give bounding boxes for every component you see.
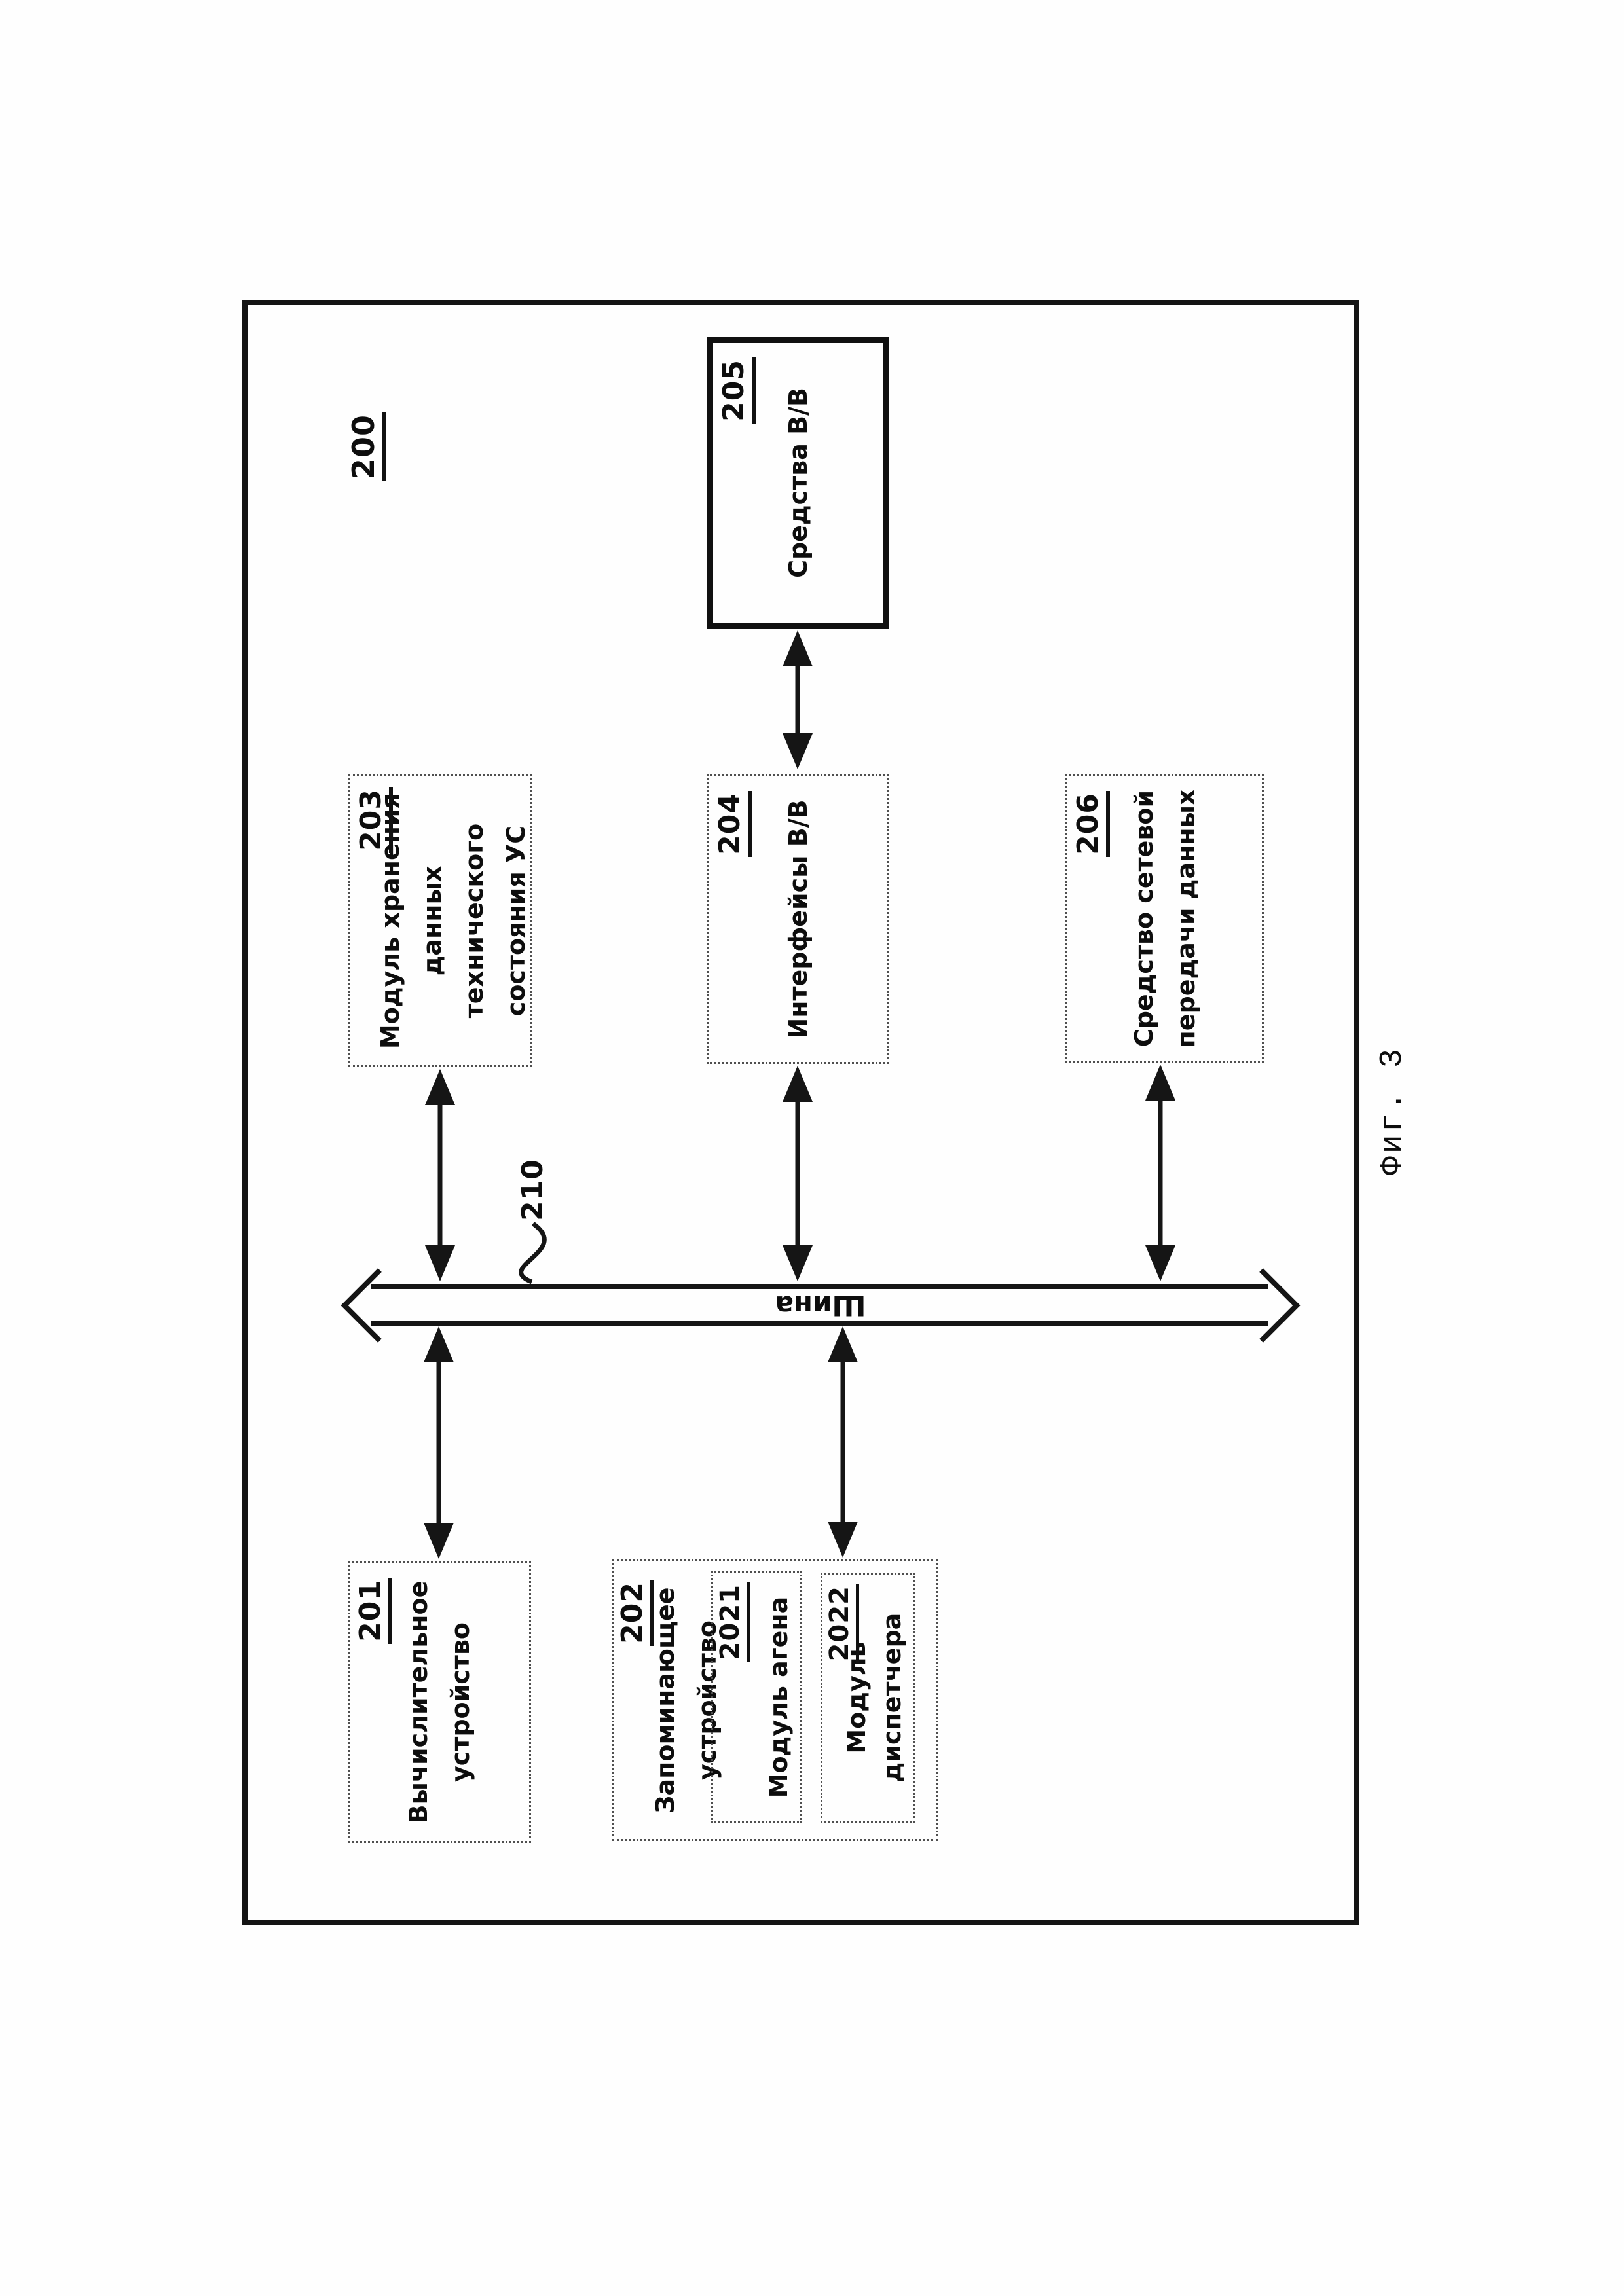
arrow-bus-201 [424,1326,454,1559]
box-io-interfaces: 204 Интерфейсы В/В [707,774,889,1064]
box-201-line: Вычислительное [404,1580,433,1824]
ref-206: 206 [1071,791,1110,857]
ref-204: 204 [713,791,752,857]
ref-203: 203 [354,787,393,853]
arrow-bus-203 [425,1069,455,1281]
bus-arrows [424,630,1175,1559]
arrow-bus-204 [783,1066,813,1281]
arrow-bus-206 [1145,1065,1175,1281]
bus-ref-210: 210 [516,1159,549,1221]
box-memory-device: 202 Запоминающее устройство 2021 Модуль … [612,1559,938,1841]
bus-arrowhead-top [341,1268,382,1343]
bus-body [341,1268,1301,1343]
box-network-module: 206 Средство сетевой передачи данных [1065,774,1264,1063]
arrow-204-205 [783,630,813,769]
figure-caption: Фиг. 3 [1375,1046,1411,1175]
ref-201: 201 [354,1578,392,1644]
box-206-line: передачи данных [1171,789,1200,1048]
box-io-devices: 205 Средства В/В [707,337,889,629]
box-201-line: устройство [446,1622,475,1782]
box-dispatcher-module: 2022 Модуль диспетчера [821,1573,915,1823]
ref-2022: 2022 [824,1584,859,1664]
ref-2021: 2021 [715,1582,750,1662]
box-205-line: Средства В/В [783,388,813,578]
box-agent-module: 2021 Модуль агена [711,1571,802,1823]
ref-205: 205 [717,357,756,424]
box-206-line: Средство сетевой [1129,790,1158,1048]
box-storage-module: 203 Модуль хранения данных технического … [348,774,532,1067]
bus-arrowhead-bottom [1259,1268,1301,1343]
box-202-line: Запоминающее [651,1587,680,1813]
box-2021-line: Модуль агена [764,1596,793,1798]
arrow-bus-202 [828,1326,858,1558]
box-204-line: Интерфейсы В/В [783,799,813,1039]
box-203-line: состояния УС [502,825,530,1017]
ref-210-pointer-squiggle [519,1222,547,1285]
box-computing-device: 201 Вычислительное устройство [348,1561,531,1843]
bus-label: Шина [775,1290,866,1322]
box-203-line: данных технического [418,823,489,1019]
